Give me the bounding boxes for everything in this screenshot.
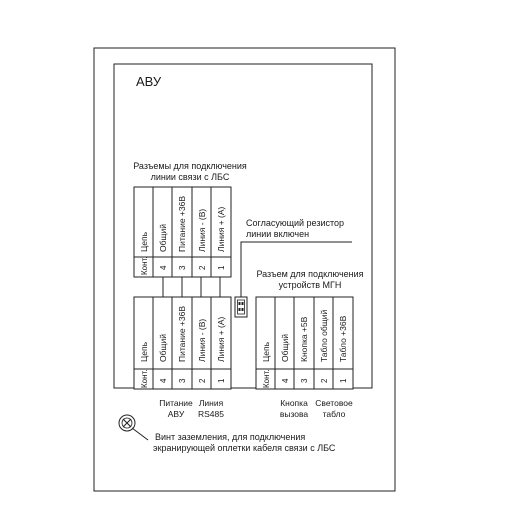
lower-col-num-3: 2 (198, 378, 207, 383)
mgn-col-num-4: 1 (339, 378, 348, 383)
upper-col-num-2: 3 (178, 265, 187, 270)
lower-col-num-1: 4 (159, 378, 168, 383)
lower-col-label-2: Питание +36В (177, 306, 187, 362)
terminator-caption-2: линии включен (246, 229, 309, 239)
upper-col-num-0: Конт. (140, 256, 149, 275)
lower-left-sub1-line1: Питание (159, 398, 193, 408)
lower-col-num-4: 1 (217, 378, 226, 383)
lower-col-num-2: 3 (178, 378, 187, 383)
ground-caption-1: Винт заземления, для подключения (155, 432, 305, 442)
mgn-col-num-3: 2 (320, 378, 329, 383)
upper-col-label-4: Линия + (А) (216, 206, 226, 252)
lower-col-label-4: Линия + (А) (216, 316, 226, 362)
lower-left-connector (133, 296, 232, 390)
upper-connector-caption-2: линии связи с ЛБС (151, 172, 230, 182)
mgn-col-label-3: Табло общий (319, 309, 329, 362)
interconnect-wires (162, 277, 221, 297)
mgn-col-num-2: 3 (300, 378, 309, 383)
device-title: АВУ (136, 74, 162, 89)
lower-left-sub2-line2: RS485 (198, 409, 224, 419)
upper-connector (133, 186, 232, 278)
terminator-jumper-icon (234, 296, 248, 318)
mgn-sub2-line2: табло (323, 409, 346, 419)
terminator-leader-line (240, 241, 352, 297)
lower-col-label-1: Общий (158, 334, 168, 362)
upper-connector-labels: Цепь Общий Питание +36В Линия - (В) Лини… (139, 196, 226, 275)
lower-col-label-0: Цепь (139, 341, 149, 362)
mgn-caption-2: устройств МГН (279, 280, 342, 290)
mgn-col-label-2: Кнопка +5В (299, 316, 309, 362)
mgn-sub1-line1: Кнопка (280, 398, 308, 408)
lower-left-sub2-line1: Линия (199, 398, 224, 408)
ground-screw-icon (118, 414, 136, 432)
upper-col-label-0: Цепь (139, 231, 149, 252)
mgn-col-label-0: Цепь (261, 341, 271, 362)
upper-connector-caption-1: Разъемы для подключения (133, 161, 247, 171)
ground-caption-2: экранирующей оплетки кабеля связи с ЛБС (153, 443, 336, 453)
mgn-sub1-line2: вызова (280, 409, 309, 419)
upper-col-num-4: 1 (217, 265, 226, 270)
mgn-col-label-1: Общий (280, 334, 290, 362)
mgn-sub2-line1: Световое (315, 398, 353, 408)
mgn-caption-1: Разъем для подключения (256, 269, 363, 279)
mgn-col-num-1: 4 (281, 378, 290, 383)
ground-leader-line (131, 427, 149, 441)
lower-left-connector-labels: Цепь Общий Питание +36В Линия - (В) Лини… (139, 306, 226, 388)
mgn-col-label-4: Табло +36В (338, 315, 348, 362)
terminator-caption-1: Согласующий резистор (246, 218, 344, 228)
upper-col-label-1: Общий (158, 224, 168, 252)
upper-col-label-3: Линия - (В) (197, 209, 207, 252)
upper-col-num-3: 2 (198, 265, 207, 270)
lower-col-label-3: Линия - (В) (197, 319, 207, 362)
upper-col-num-1: 4 (159, 265, 168, 270)
lower-left-sub1-line2: АВУ (168, 409, 185, 419)
lower-col-num-0: Конт. (140, 369, 149, 388)
mgn-connector-labels: Цепь Общий Кнопка +5В Табло общий Табло … (261, 309, 348, 388)
upper-col-label-2: Питание +36В (177, 196, 187, 252)
mgn-connector (255, 296, 354, 390)
mgn-col-num-0: Конт. (262, 369, 271, 388)
